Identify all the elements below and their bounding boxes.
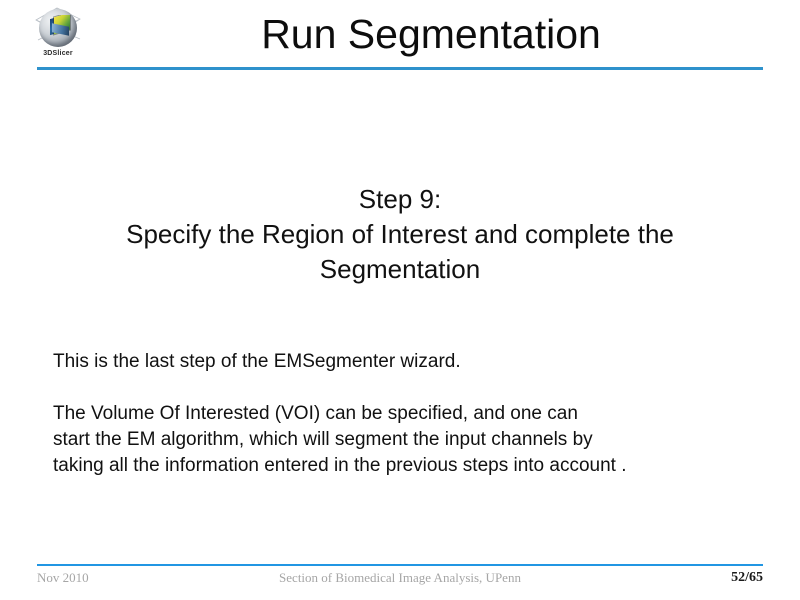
logo-slice-cutaway	[50, 15, 72, 36]
paragraph-spacer	[53, 375, 767, 401]
body-paragraph-1: This is the last step of the EMSegmenter…	[53, 351, 461, 372]
body-paragraph-2-line-1: The Volume Of Interested (VOI) can be sp…	[53, 403, 578, 424]
3d-slicer-logo: 3DSlicer	[31, 6, 85, 64]
logo-caption: 3DSlicer	[43, 50, 73, 57]
footer-date: Nov 2010	[37, 570, 89, 585]
step-heading-line-3: Segmentation	[319, 254, 481, 284]
step-heading-line-1: Step 9:	[358, 184, 442, 214]
body-paragraph-2-line-2: start the EM algorithm, which will segme…	[53, 429, 593, 450]
body-paragraph-2-line-3: taking all the information entered in th…	[53, 455, 627, 476]
footer-divider	[37, 564, 763, 566]
footer-page-number: 52/65	[731, 570, 763, 585]
slide-body: This is the last step of the EMSegmenter…	[53, 349, 767, 479]
step-heading: Step 9: Specify the Region of Interest a…	[50, 182, 750, 287]
step-heading-line-2: Specify the Region of Interest and compl…	[126, 219, 674, 249]
slide-header: 3DSlicer Run Segmentation	[0, 0, 800, 78]
slicer-logo-mark	[33, 6, 83, 50]
page-title: Run Segmentation	[261, 11, 601, 57]
header-divider	[37, 67, 763, 70]
slide-footer: Nov 2010 Section of Biomedical Image Ana…	[37, 570, 763, 592]
footer-affiliation: Section of Biomedical Image Analysis, UP…	[279, 570, 521, 585]
